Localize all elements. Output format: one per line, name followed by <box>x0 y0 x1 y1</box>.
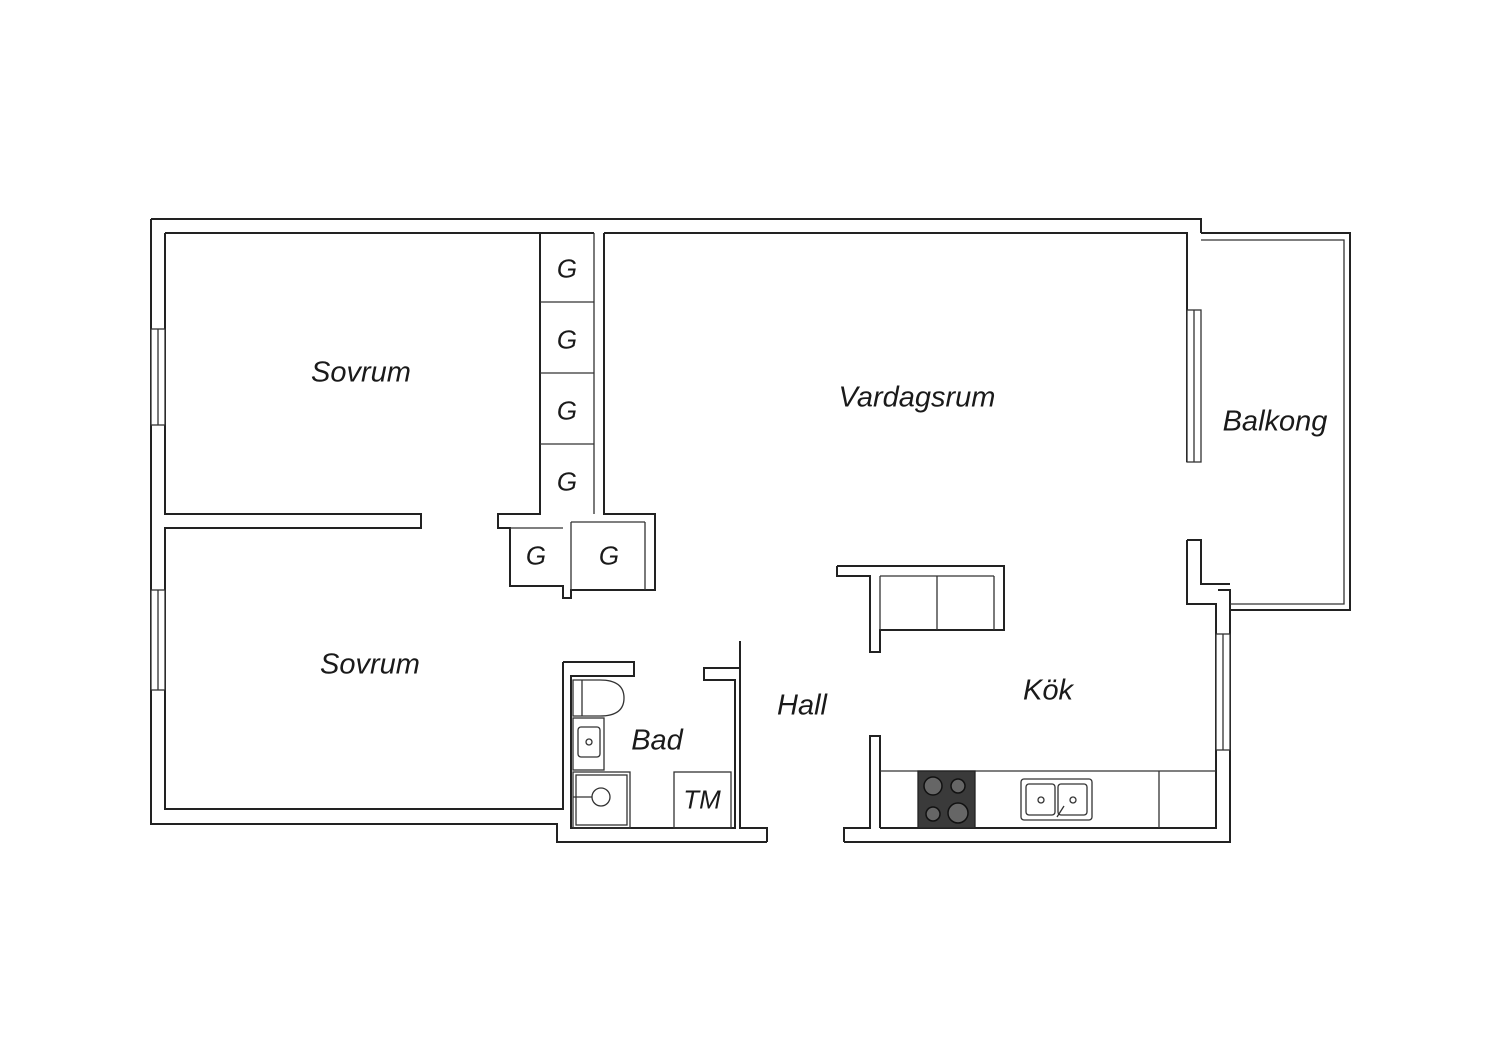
kitchen-sink <box>1020 778 1093 821</box>
kitchen-counter <box>880 770 1216 829</box>
washbasin <box>572 717 605 771</box>
wardrobe-label: G <box>525 540 547 571</box>
wardrobe-block <box>497 233 656 599</box>
bathroom <box>563 641 768 842</box>
room-label-vardagsrum: Vardagsrum <box>838 381 996 414</box>
washing-machine-label: TM <box>683 784 721 815</box>
wardrobe-label: G <box>598 540 620 571</box>
outer-wall <box>150 218 1231 843</box>
hall-kitchen-walls <box>836 565 1005 842</box>
washing-machine <box>673 771 732 829</box>
toilet <box>572 679 625 717</box>
balcony <box>1201 232 1351 611</box>
wardrobe-label: G <box>556 253 578 284</box>
room-label-bad: Bad <box>631 724 683 757</box>
shower <box>572 771 631 829</box>
wardrobe-label: G <box>556 395 578 426</box>
room-label-balkong: Balkong <box>1222 405 1328 438</box>
room-label-hall: Hall <box>777 689 827 722</box>
room-label-sovrum-lower: Sovrum <box>320 648 420 681</box>
wardrobe-label: G <box>556 324 578 355</box>
windows <box>150 309 1231 751</box>
wardrobe-label: G <box>556 466 578 497</box>
room-label-kok: Kök <box>1023 674 1073 707</box>
room-label-sovrum-upper: Sovrum <box>311 356 411 389</box>
